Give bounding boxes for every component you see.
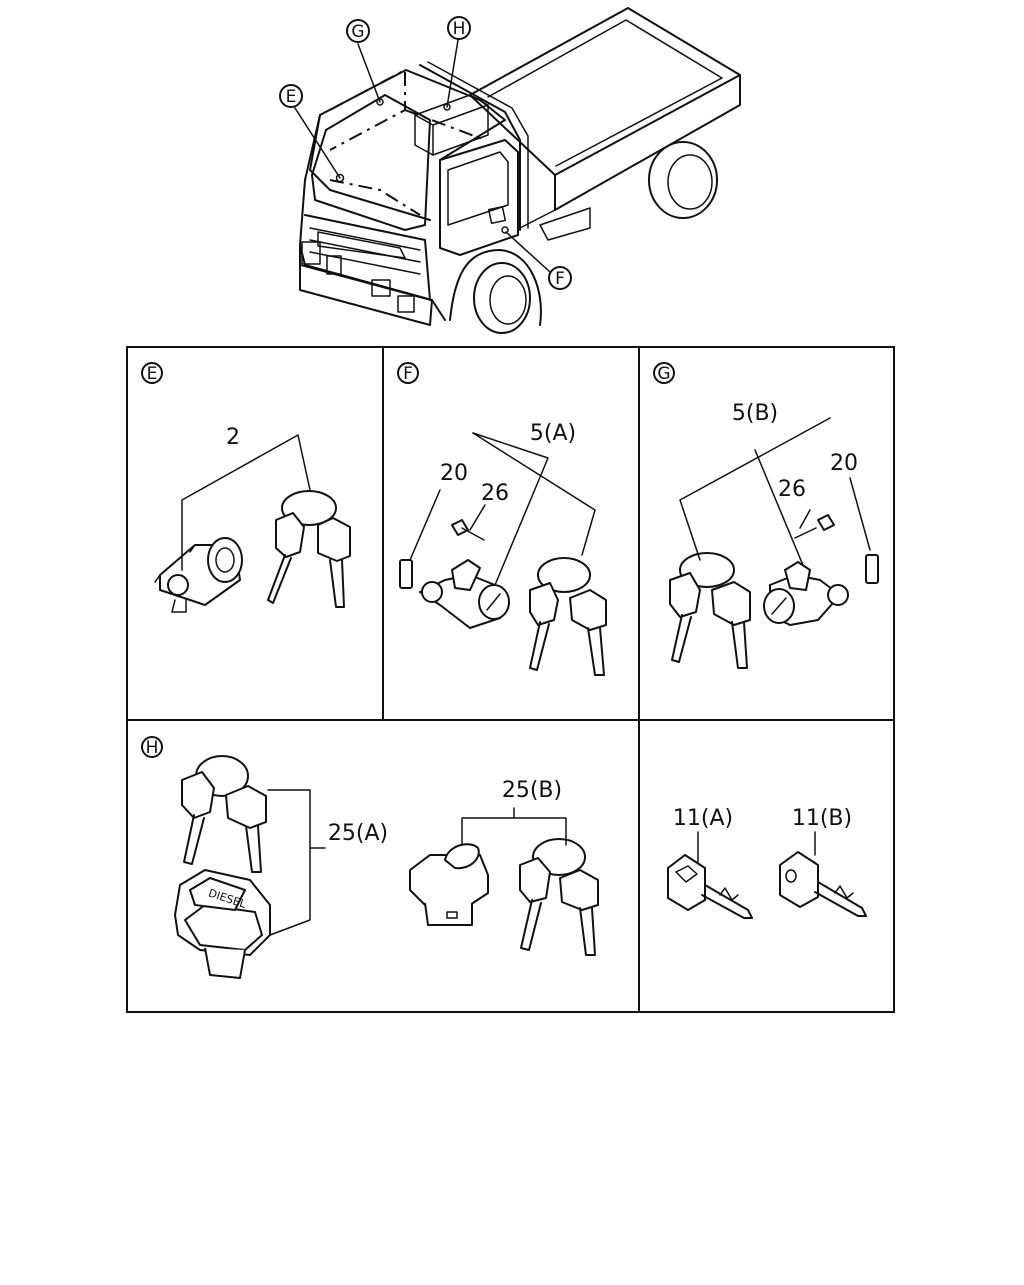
panel-frames — [126, 346, 895, 1013]
key-11a — [667, 854, 753, 919]
part-25b-label: 25(B) — [502, 778, 562, 803]
panel-f: F 5(A) 20 26 — [397, 362, 607, 676]
key-pair-f — [529, 557, 607, 676]
callout-h-label: H — [453, 19, 466, 39]
panel-keys: 11(A) 11(B) — [667, 806, 867, 919]
key-pair-25b — [519, 838, 599, 956]
callout-e: E — [279, 84, 341, 179]
callout-e-label: E — [286, 87, 297, 107]
panel-h-letter: H — [146, 738, 159, 758]
panel-g: G 5(B) 20 26 — [653, 362, 879, 669]
part-5b-label: 5(B) — [732, 401, 778, 426]
callout-g: G — [346, 19, 381, 103]
part-26-label-f: 26 — [481, 481, 509, 506]
key-pair-e — [267, 490, 351, 608]
part-11b-label: 11(B) — [792, 806, 852, 831]
key-pair-g — [669, 552, 751, 669]
key-11b — [779, 851, 867, 917]
callout-g-label: G — [351, 22, 364, 42]
part-2-label: 2 — [226, 425, 240, 450]
ignition-cylinder — [154, 537, 243, 613]
panel-h: H 25(A) 25(B) DIESEL — [141, 736, 599, 979]
panel-e: E 2 — [141, 362, 351, 613]
fuel-cap-25a: DIESEL — [174, 869, 271, 979]
callout-f: F — [505, 231, 572, 290]
door-lock-f — [419, 559, 510, 629]
part-20-label-g: 20 — [830, 451, 858, 476]
panel-e-letter: E — [147, 364, 158, 384]
part-11a-label: 11(A) — [673, 806, 733, 831]
part-26-label-g: 26 — [778, 477, 806, 502]
callout-h: H — [446, 16, 471, 108]
callout-f-label: F — [555, 269, 565, 289]
truck-illustration — [299, 7, 741, 334]
panel-f-letter: F — [403, 364, 413, 384]
panel-g-letter: G — [657, 364, 670, 384]
fuel-cap-25b — [409, 843, 489, 926]
part-20-label-f: 20 — [440, 461, 468, 486]
door-lock-g — [763, 561, 849, 626]
key-pair-25a — [181, 755, 267, 873]
part-25a-label: 25(A) — [328, 821, 388, 846]
part-5a-label: 5(A) — [530, 421, 576, 446]
